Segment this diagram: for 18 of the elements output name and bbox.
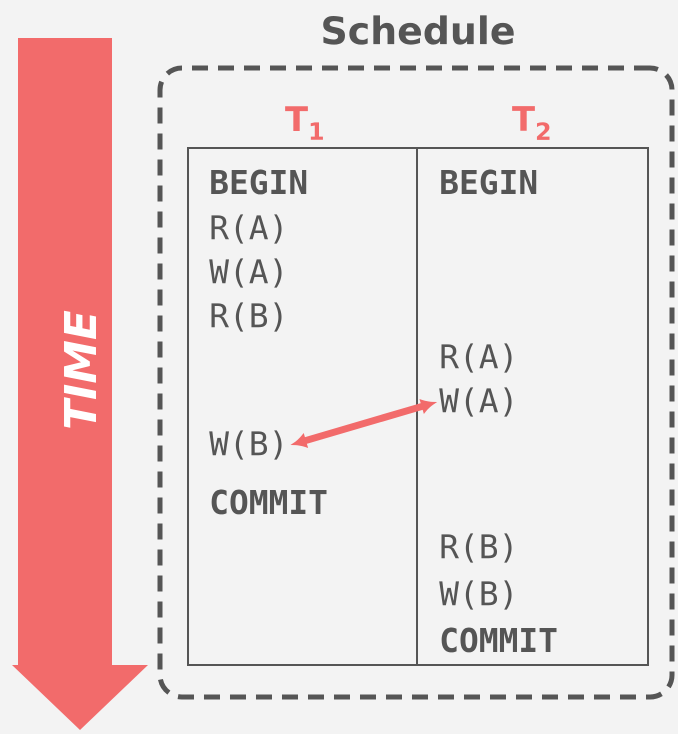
operation-label: COMMIT bbox=[212, 490, 326, 514]
operation-label: R(B) bbox=[212, 302, 282, 332]
schedule-frame bbox=[158, 66, 674, 700]
operation-label: W(B) bbox=[209, 430, 282, 460]
operation-label: R(A) bbox=[442, 343, 512, 373]
arrow bbox=[294, 400, 434, 448]
operation-label: R(B) bbox=[442, 533, 512, 563]
operation-label: BEGIN bbox=[441, 170, 536, 194]
operation-label: R(A) bbox=[212, 214, 282, 244]
column-header: T$_{2}$ bbox=[512, 106, 550, 140]
operation-label: W(A) bbox=[439, 387, 512, 417]
time-label: TIME bbox=[64, 310, 96, 428]
operation-label: COMMIT bbox=[442, 628, 556, 652]
operation-label: BEGIN bbox=[211, 170, 306, 194]
column-header: T$_{1}$ bbox=[285, 106, 323, 140]
operation-label: W(B) bbox=[439, 580, 512, 610]
operation-label: W(A) bbox=[209, 258, 282, 288]
schedule-title: Schedule bbox=[323, 15, 514, 45]
